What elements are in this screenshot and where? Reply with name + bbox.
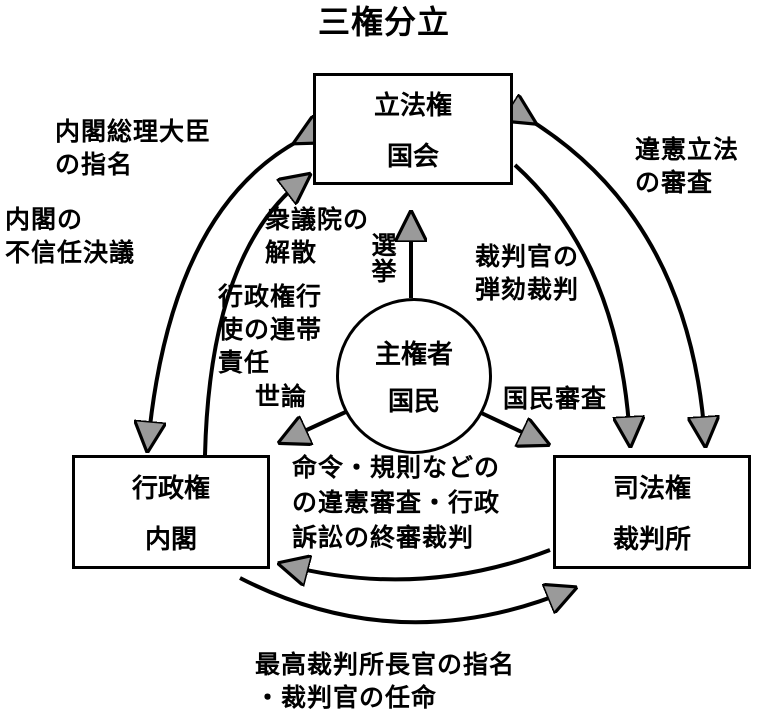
arrow-opinion bbox=[285, 408, 351, 440]
label-line: 内閣の bbox=[5, 205, 84, 234]
judiciary-body: 裁判所 bbox=[612, 525, 691, 555]
label-line: 違憲立法 bbox=[635, 135, 740, 164]
label-line: 内閣総理大臣 bbox=[55, 117, 212, 146]
label-joint-responsibility: 行政権行 使の連帯 責任 bbox=[218, 280, 322, 379]
label-public-opinion: 世論 bbox=[255, 382, 308, 411]
label-line: 行政権行 bbox=[218, 282, 323, 311]
arrow-impeachment bbox=[513, 163, 630, 440]
label-line: 命令・規則などの bbox=[292, 453, 501, 482]
label-dissolution: 衆議院の 解散 bbox=[265, 203, 369, 269]
arrow-admin-review bbox=[285, 548, 551, 579]
sovereign-body: 国民 bbox=[387, 387, 440, 417]
label-line: 最高裁判所長官の指名 bbox=[255, 650, 516, 679]
sovereign-name: 主権者 bbox=[374, 340, 453, 370]
label-election: 選挙 bbox=[368, 232, 397, 284]
arrow-appointment bbox=[239, 576, 570, 625]
executive-name: 行政権 bbox=[131, 474, 210, 504]
arrow-judicial-review bbox=[530, 120, 705, 440]
label-judicial-review: 違憲立法 の審査 bbox=[635, 133, 739, 199]
legislature-body: 国会 bbox=[386, 142, 439, 172]
executive-body: 内閣 bbox=[144, 525, 197, 555]
label-line: 使の連帯 bbox=[218, 315, 323, 344]
label-impeachment: 裁判官の 弾劾裁判 bbox=[475, 240, 579, 306]
label-line: 解散 bbox=[265, 238, 318, 267]
label-appointment: 最高裁判所長官の指名 ・裁判官の任命 bbox=[255, 648, 515, 714]
arrow-no-confidence bbox=[203, 178, 305, 456]
label-line: 裁判官の bbox=[475, 242, 580, 271]
label-line: の違憲審査・行政 bbox=[292, 488, 501, 517]
label-line: の審査 bbox=[635, 168, 714, 197]
label-pm-nomination: 内閣総理大臣 の指名 bbox=[55, 115, 211, 181]
judiciary-name: 司法権 bbox=[612, 474, 691, 504]
label-line: 不信任決議 bbox=[5, 238, 136, 267]
legislature-box: 立法権 国会 bbox=[313, 73, 513, 185]
executive-box: 行政権 内閣 bbox=[72, 455, 270, 569]
label-line: 訴訟の終審裁判 bbox=[292, 523, 475, 552]
label-line: の指名 bbox=[55, 150, 134, 179]
label-line: ・裁判官の任命 bbox=[255, 683, 438, 712]
sovereign-circle: 主権者 国民 bbox=[336, 298, 492, 454]
legislature-name: 立法権 bbox=[373, 91, 452, 121]
label-line: 衆議院の bbox=[265, 205, 370, 234]
judiciary-box: 司法権 裁判所 bbox=[553, 455, 751, 569]
page-title: 三権分立 bbox=[318, 3, 451, 41]
arrow-national-review bbox=[474, 408, 543, 442]
label-line: 弾劾裁判 bbox=[475, 275, 580, 304]
label-admin-review: 命令・規則などの の違憲審査・行政 訴訟の終審裁判 bbox=[292, 450, 500, 555]
label-line: 責任 bbox=[218, 348, 271, 377]
arrow-pm-nomination bbox=[148, 140, 300, 445]
label-national-review: 国民審査 bbox=[503, 384, 608, 413]
label-no-confidence: 内閣の 不信任決議 bbox=[5, 203, 135, 269]
